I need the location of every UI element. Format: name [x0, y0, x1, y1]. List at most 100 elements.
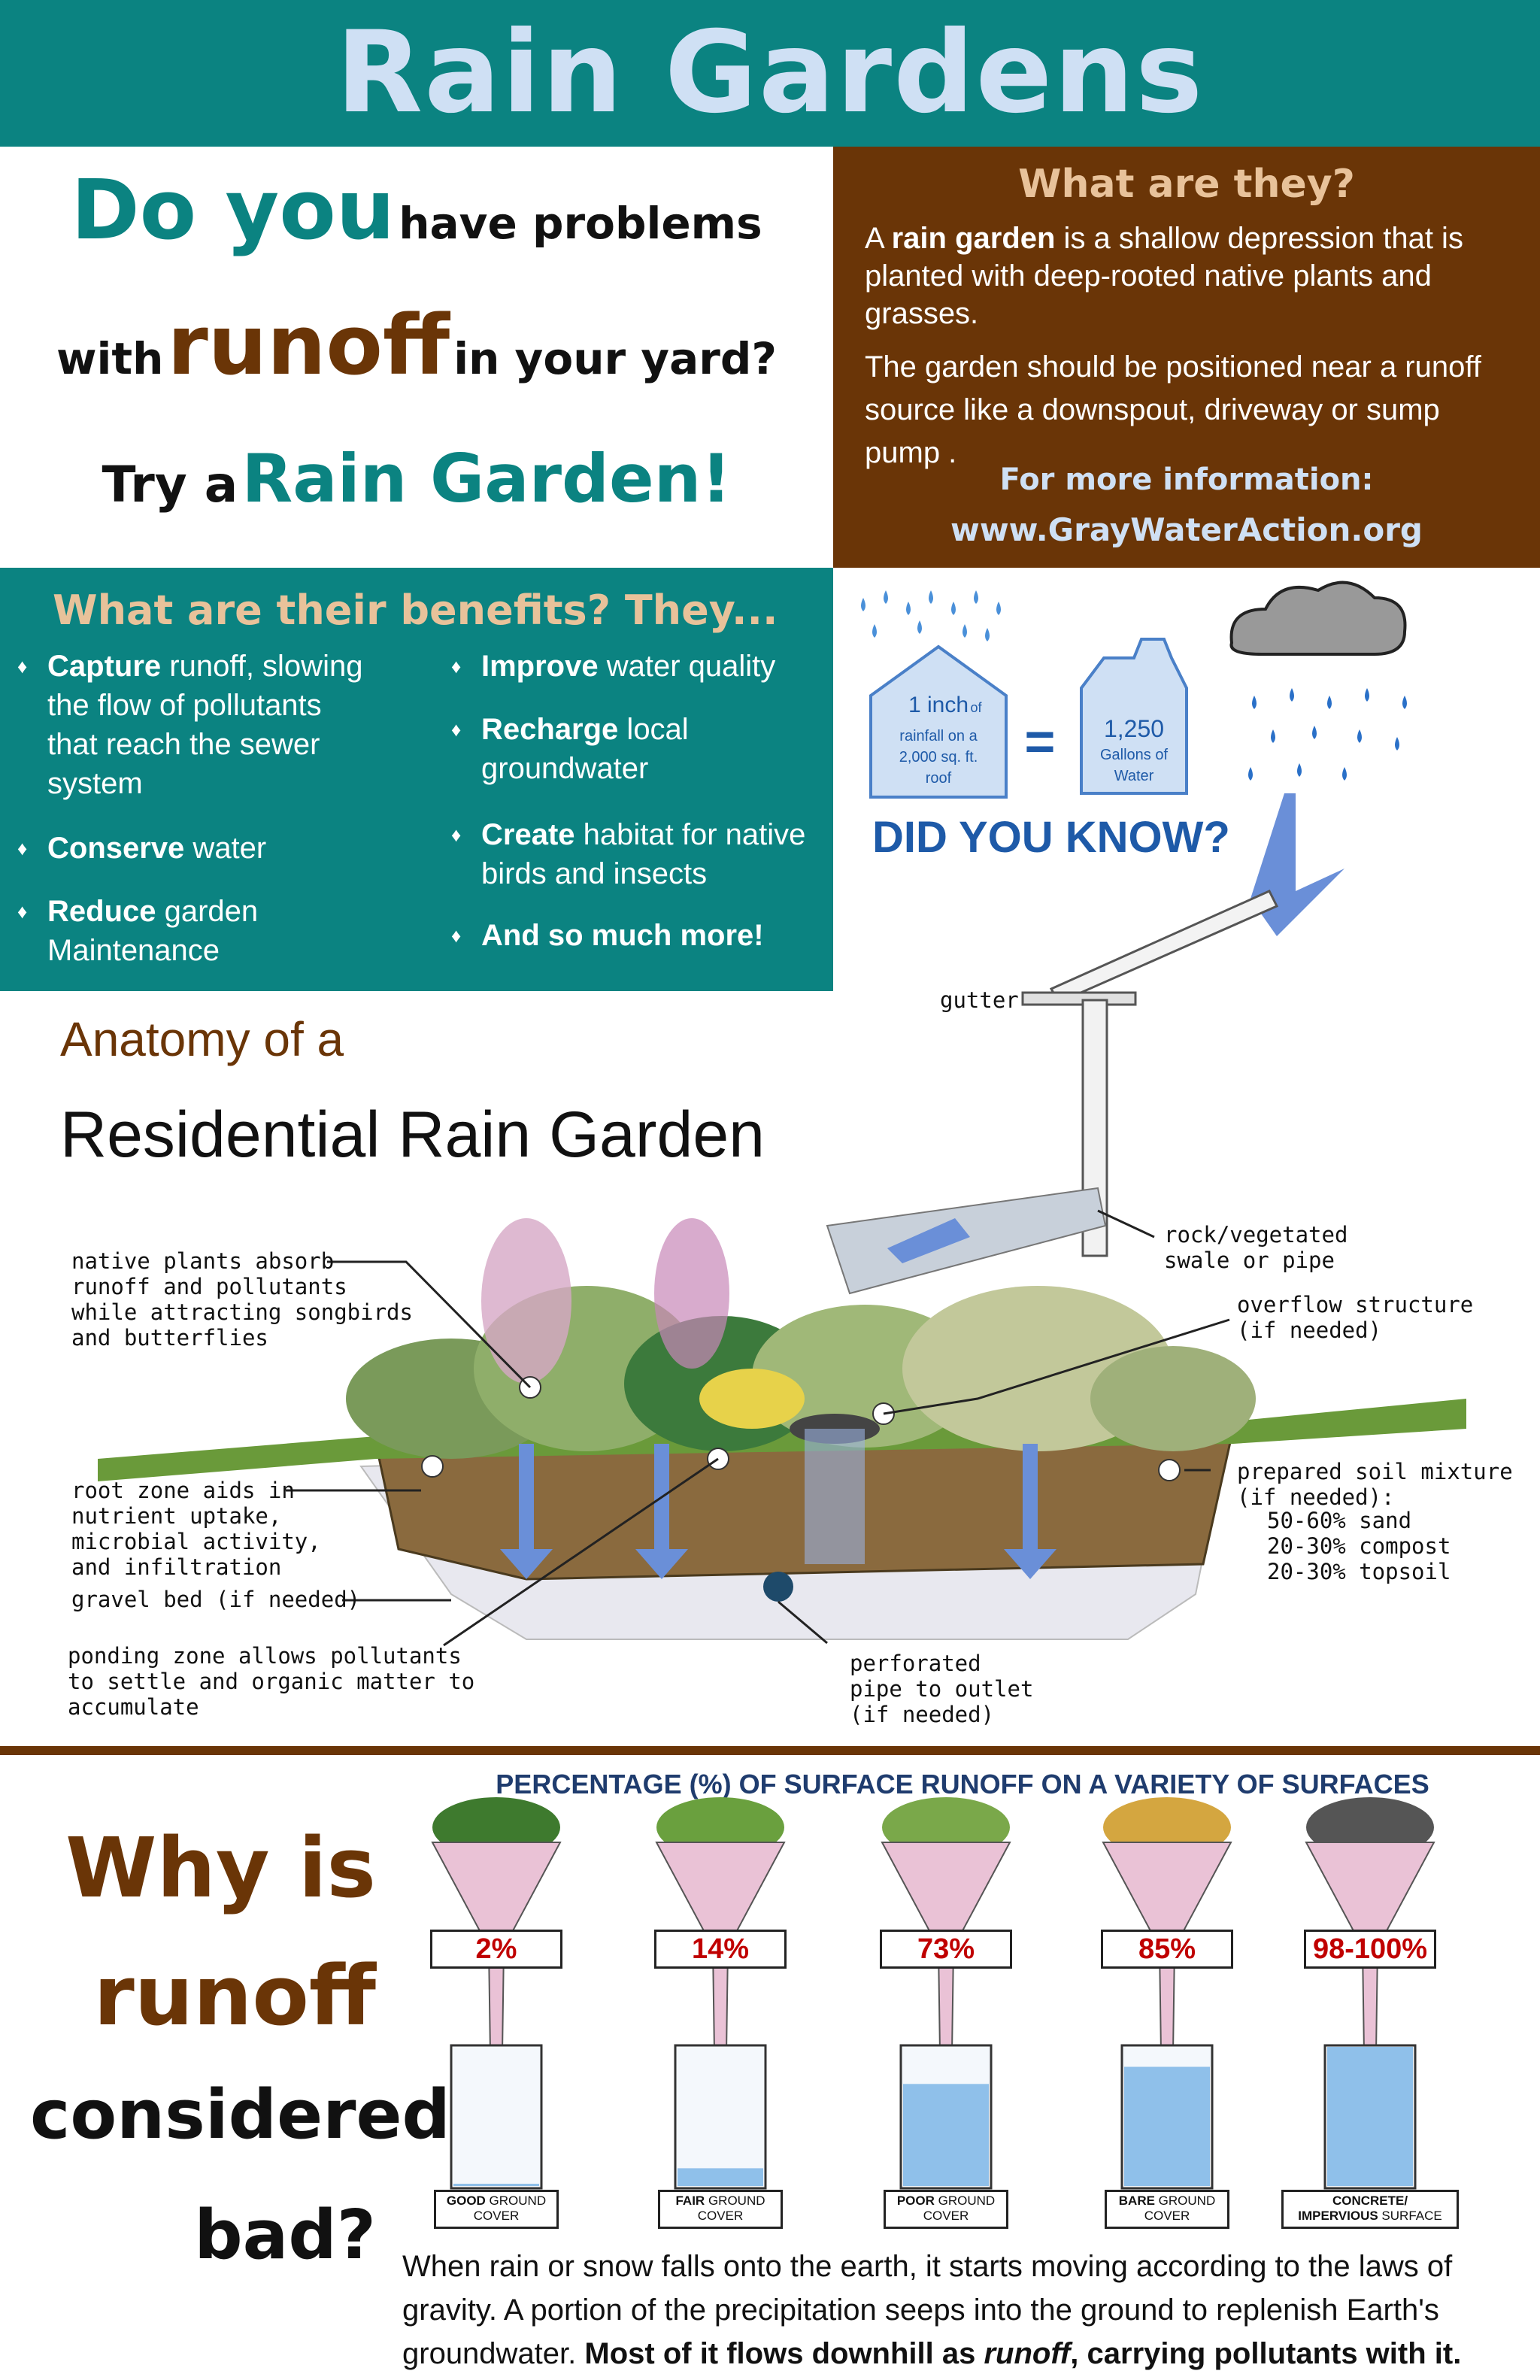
- beaker-icon: [674, 2044, 767, 2190]
- benefit-bold: Improve: [481, 650, 599, 683]
- down-arrow-icon: [1250, 793, 1344, 936]
- benefit-rest: garden Maintenance: [47, 895, 259, 967]
- in-your-yard-text: in your yard?: [453, 333, 778, 384]
- chart-column: [1102, 1797, 1232, 2190]
- benefit-rest: runoff, slowing the flow of pollutants t…: [47, 650, 363, 800]
- label-soil-mix: 50-60% sand 20-30% compost 20-30% topsoi…: [1267, 1508, 1451, 1584]
- rainfall-line-2: 2,000 sq. ft.: [899, 749, 978, 766]
- what-p1-bold: rain garden: [891, 222, 1056, 255]
- gallons-line-3: Water: [1114, 768, 1154, 784]
- rain-amount: 1 inch: [908, 693, 969, 717]
- label-ponding-zone: ponding zone allows pollutants to settle…: [68, 1643, 475, 1720]
- chart-bar: [1124, 2066, 1210, 2186]
- chart-column: [1305, 1797, 1435, 2190]
- perforated-pipe-icon: [763, 1572, 793, 1602]
- question-line-3: Try a Rain Garden!: [0, 440, 833, 517]
- label-root-zone: root zone aids in nutrient uptake, micro…: [71, 1478, 321, 1580]
- category-line-1: BARE GROUND: [1118, 2194, 1216, 2208]
- rain-garden-diagram: [98, 991, 1466, 1647]
- equals-sign: =: [1025, 712, 1056, 771]
- what-p1-pre: A: [865, 222, 892, 255]
- chart-category-label: CONCRETE/IMPERVIOUS SURFACE: [1281, 2190, 1459, 2229]
- benefit-bold: Capture: [47, 650, 162, 683]
- benefit-bold: Conserve: [47, 832, 185, 865]
- label-native-plants: native plants absorb runoff and pollutan…: [71, 1248, 413, 1351]
- chart-value-label: 2%: [430, 1930, 562, 1969]
- chart-column: [431, 1797, 562, 2190]
- header-banner: [0, 0, 1540, 147]
- rain-garden-text: Rain Garden!: [241, 440, 732, 517]
- leader-lines: [286, 1209, 1230, 1647]
- try-a-text: Try a: [102, 456, 238, 514]
- category-line-2: COVER: [1144, 2209, 1190, 2223]
- chart-bar: [1327, 2046, 1413, 2186]
- benefit-item-recharge: ♦Recharge local groundwater: [451, 710, 812, 788]
- benefits-panel: [0, 568, 833, 991]
- benefit-bold: Create: [481, 818, 575, 851]
- anatomy-subtitle: Anatomy of a: [60, 1012, 344, 1066]
- benefit-rest: water: [184, 832, 267, 865]
- do-you-text: Do you: [71, 162, 396, 258]
- benefit-bold: Recharge: [481, 713, 619, 746]
- gallons-line-2: Gallons of: [1100, 747, 1168, 763]
- more-info-url[interactable]: www.GrayWaterAction.org: [950, 511, 1423, 548]
- label-gravel-bed: gravel bed (if needed): [71, 1587, 361, 1612]
- chart-column: [655, 1797, 786, 2190]
- benefit-item-create: ♦Create habitat for native birds and ins…: [451, 815, 812, 893]
- did-you-know-heading: DID YOU KNOW?: [872, 813, 1230, 862]
- house-icon: [869, 644, 1008, 799]
- bullet-icon: ♦: [17, 655, 28, 678]
- label-overflow: overflow structure (if needed): [1237, 1292, 1474, 1343]
- rainfall-line-1: rainfall on a: [899, 728, 978, 744]
- beaker-icon: [450, 2044, 543, 2190]
- category-line-2: COVER: [473, 2209, 520, 2223]
- benefit-item-reduce: ♦ Reduce garden Maintenance: [17, 892, 378, 970]
- question-line-2: with runoff in your yard?: [0, 297, 833, 393]
- bottom-p-bold-2: , carrying pollutants with it.: [1070, 2337, 1462, 2370]
- bottom-p-plain: When rain or snow falls onto the earth, …: [402, 2250, 1453, 2370]
- cloud-raindrops-icon: [1248, 688, 1407, 781]
- bullet-icon: ♦: [17, 900, 28, 923]
- with-text: with: [56, 333, 164, 384]
- gallons-number: 1,250: [1104, 715, 1164, 742]
- chart-value-label: 73%: [880, 1930, 1012, 1969]
- page-title: Rain Gardens: [335, 8, 1205, 138]
- benefit-item-more: ♦And so much more!: [451, 916, 812, 955]
- category-line-2: COVER: [697, 2209, 744, 2223]
- what-paragraph-2: The garden should be positioned near a r…: [865, 350, 1481, 469]
- benefit-item-conserve: ♦ Conserve water: [17, 829, 378, 868]
- raindrops-icon: [861, 590, 1001, 641]
- runoff-chart: [431, 1797, 1435, 2190]
- ground-line-icon: [98, 1399, 1466, 1481]
- anatomy-title: Residential Rain Garden: [60, 1099, 765, 1171]
- category-line-1: POOR GROUND: [896, 2194, 996, 2208]
- category-line-1: GOOD GROUND: [446, 2194, 547, 2208]
- what-p1-post: is a shallow depression that is planted …: [865, 222, 1463, 330]
- category-line-2: IMPERVIOUS SURFACE: [1298, 2209, 1442, 2223]
- why-line-2: runoff: [93, 1948, 376, 2044]
- bullet-icon: ♦: [451, 655, 462, 678]
- water-jug-icon: [1080, 638, 1188, 795]
- category-line-1: CONCRETE/: [1332, 2194, 1408, 2208]
- benefit-rest: water quality: [598, 650, 776, 683]
- more-info-label: For more information:: [999, 462, 1374, 497]
- benefit-bold: Reduce: [47, 895, 156, 928]
- section-divider: [0, 1746, 1540, 1755]
- runoff-text: runoff: [167, 297, 450, 393]
- category-line-2: COVER: [923, 2209, 969, 2223]
- label-soil-mixture: prepared soil mixture (if needed):: [1237, 1459, 1513, 1510]
- bottom-p-italic: runoff: [984, 2337, 1071, 2370]
- bullet-icon: ♦: [17, 837, 28, 860]
- chart-title: PERCENTAGE (%) OF SURFACE RUNOFF ON A VA…: [496, 1769, 1429, 1799]
- what-are-they-title: What are they?: [1018, 162, 1355, 207]
- label-swale: rock/vegetated swale or pipe: [1164, 1222, 1348, 1273]
- question-panel: Do you have problems with runoff in your…: [0, 147, 833, 568]
- chart-bar: [678, 2168, 763, 2186]
- native-plants-icon: [346, 1218, 1256, 1459]
- question-line-1: Do you have problems: [0, 162, 833, 258]
- chart-value-label: 85%: [1101, 1930, 1233, 1969]
- why-line-3: considered: [30, 2075, 450, 2154]
